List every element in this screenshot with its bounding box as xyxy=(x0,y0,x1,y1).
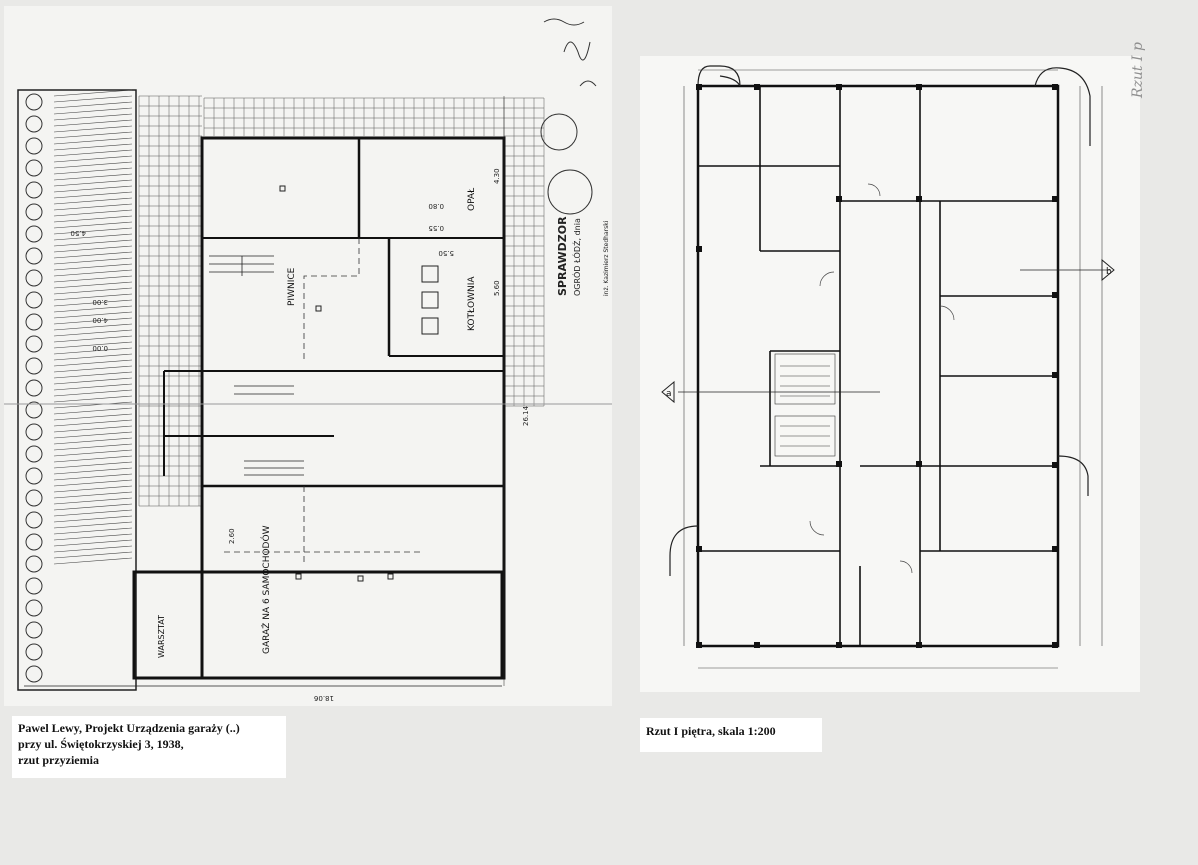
section-marker-a: a xyxy=(666,389,672,399)
label-opal: OPAŁ xyxy=(467,187,477,211)
first-floor-plan-drawing: a b xyxy=(661,65,1115,669)
label-warsztat: WARSZTAT xyxy=(157,615,166,658)
dim-5: 4.30 xyxy=(493,168,501,184)
dim-3: 0.80 xyxy=(428,202,444,210)
dim-12: 0.00 xyxy=(92,344,108,352)
label-garaz: GARAŻ NA 6 SAMOCHODÓW xyxy=(260,525,272,654)
left-caption-line-3: rzut przyziemia xyxy=(18,753,99,767)
dim-1: 4.50 xyxy=(70,229,86,237)
stamp-line: OGRÓD ŁÓDŹ, dnia xyxy=(571,218,582,296)
dim-10: 4.00 xyxy=(92,316,108,324)
label-piwnice: PIWNICE xyxy=(287,267,297,306)
stamp-title: SPRAWDZOR xyxy=(556,216,569,296)
left-caption-line-1: Pawel Lewy, Projekt Urządzenia garaży (.… xyxy=(18,721,240,735)
stamp-engineer: inż. Kazimierz Stedharski xyxy=(603,220,610,296)
section-marker-b: b xyxy=(1106,267,1112,277)
right-caption: Rzut I piętra, skala 1:200 xyxy=(640,718,822,752)
dim-9: 26.14 xyxy=(522,405,530,426)
left-caption-line-2: przy ul. Świętokrzyskiej 3, 1938, xyxy=(18,737,184,751)
dim-6: 5.60 xyxy=(493,280,501,296)
dim-7: 2.60 xyxy=(228,528,236,544)
left-caption: Pawel Lewy, Projekt Urządzenia garaży (.… xyxy=(12,716,286,778)
dim-11: 3.00 xyxy=(92,298,108,306)
label-kotlownia: KOTŁOWNIA xyxy=(467,276,477,331)
dim-2: 0.55 xyxy=(428,224,444,232)
dim-8: 18.06 xyxy=(313,694,334,702)
left-plan-sheet: SPRAWDZOR OGRÓD ŁÓDŹ, dnia inż. Kazimier… xyxy=(4,6,612,706)
dim-4: 5.50 xyxy=(438,249,454,257)
ground-floor-plan-drawing: SPRAWDZOR OGRÓD ŁÓDŹ, dnia inż. Kazimier… xyxy=(4,18,612,702)
right-plan-sheet: a b xyxy=(640,56,1140,692)
margin-note: Rzut I p xyxy=(1130,42,1146,98)
